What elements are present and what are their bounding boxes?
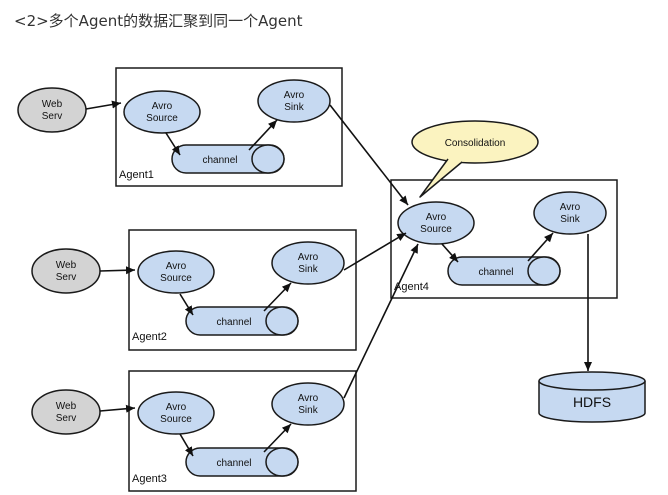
- arrow-sink1-to-source4: [329, 104, 409, 206]
- channel-1: [171, 144, 285, 174]
- arrow-sink3-to-source4: [343, 243, 419, 399]
- channel-1-label: channel: [202, 155, 237, 166]
- arrow-channel2-to-sink2: [263, 282, 292, 312]
- page-heading: <2>多个Agent的数据汇聚到同一个Agent: [14, 12, 303, 30]
- channel-3: [185, 447, 299, 477]
- avro-sink-1-line2: Sink: [284, 102, 304, 113]
- agent3-label: Agent3: [132, 473, 167, 485]
- agent2-label: Agent2: [132, 331, 167, 343]
- avro-sink-3: [271, 382, 345, 426]
- hdfs-cylinder: [538, 371, 646, 423]
- avro-source-4-line1: Avro: [426, 212, 447, 223]
- agent1-box: [115, 67, 343, 187]
- agent1-group: Agent1 Web Serv Avro Source Avro Sink ch…: [17, 67, 343, 187]
- web-serv-1-line1: Web: [42, 99, 63, 110]
- avro-source-4-line2: Source: [420, 224, 452, 235]
- avro-sink-2: [271, 241, 345, 285]
- avro-sink-3-line1: Avro: [298, 393, 319, 404]
- arrow-channel1-to-sink1: [248, 119, 278, 151]
- arrow-web3-to-source3: [99, 404, 136, 413]
- avro-source-2: [137, 250, 215, 294]
- arrow-source1-to-channel1: [165, 132, 181, 156]
- agent3-box: [128, 370, 357, 492]
- channel-4: [447, 256, 561, 286]
- web-serv-1: [17, 87, 87, 133]
- arrow-web1-to-source1: [85, 100, 122, 110]
- web-serv-2: [31, 248, 101, 294]
- avro-sink-2-line2: Sink: [298, 264, 318, 275]
- agent2-box: [128, 229, 357, 351]
- arrow-source3-to-channel3: [179, 433, 194, 457]
- agent3-group: Agent3 Web Serv Avro Source Avro Sink ch…: [31, 370, 357, 492]
- channel-4-label: channel: [478, 267, 513, 278]
- web-serv-2-line2: Serv: [56, 272, 77, 283]
- agent4-label: Agent4: [394, 281, 429, 293]
- agent1-label: Agent1: [119, 169, 154, 181]
- avro-source-3-line2: Source: [160, 414, 192, 425]
- consolidation-callout: [411, 120, 539, 198]
- avro-source-3: [137, 391, 215, 435]
- arrow-channel4-to-sink4: [527, 232, 554, 262]
- agent4-group: Agent4 Avro Source Avro Sink channel: [390, 179, 618, 299]
- arrow-web2-to-source2: [99, 266, 136, 275]
- agent2-group: Agent2 Web Serv Avro Source Avro Sink ch…: [31, 229, 357, 351]
- hdfs-label: HDFS: [573, 394, 611, 410]
- avro-sink-1: [257, 79, 331, 123]
- arrow-source2-to-channel2: [179, 293, 194, 316]
- arrow-source4-to-channel4: [441, 243, 459, 263]
- web-serv-3-line1: Web: [56, 401, 77, 412]
- channel-2-label: channel: [216, 317, 251, 328]
- avro-source-2-line2: Source: [160, 273, 192, 284]
- avro-sink-4-line1: Avro: [560, 202, 581, 213]
- avro-sink-4-line2: Sink: [560, 214, 580, 225]
- channel-2: [185, 306, 299, 336]
- avro-sink-1-line1: Avro: [284, 90, 305, 101]
- avro-source-1-line1: Avro: [152, 101, 173, 112]
- consolidation-label: Consolidation: [445, 138, 506, 149]
- agent4-box: [390, 179, 618, 299]
- arrow-sink2-to-source4: [343, 232, 407, 271]
- avro-source-1-line2: Source: [146, 113, 178, 124]
- avro-source-3-line1: Avro: [166, 402, 187, 413]
- web-serv-3-line2: Serv: [56, 413, 77, 424]
- flow-arrows: [85, 100, 592, 457]
- avro-source-1: [123, 90, 201, 134]
- avro-sink-3-line2: Sink: [298, 405, 318, 416]
- web-serv-1-line2: Serv: [42, 111, 63, 122]
- channel-3-label: channel: [216, 458, 251, 469]
- avro-sink-2-line1: Avro: [298, 252, 319, 263]
- web-serv-2-line1: Web: [56, 260, 77, 271]
- avro-source-2-line1: Avro: [166, 261, 187, 272]
- avro-sink-4: [533, 191, 607, 235]
- web-serv-3: [31, 389, 101, 435]
- avro-source-4: [397, 201, 475, 245]
- arrow-channel3-to-sink3: [263, 423, 292, 453]
